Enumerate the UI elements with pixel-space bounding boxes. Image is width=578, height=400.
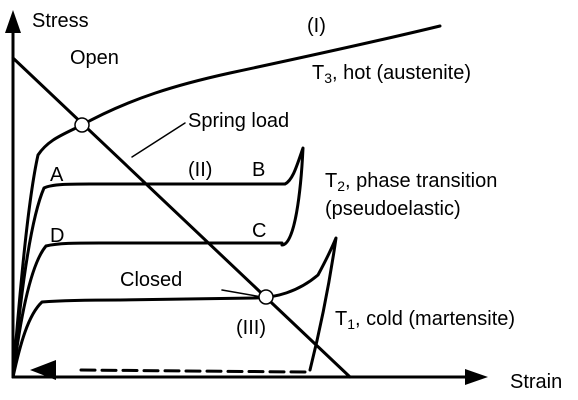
curve-III-label: T1, cold (martensite) xyxy=(335,309,515,331)
curve-I-roman: (I) xyxy=(307,15,326,37)
spring-load-line xyxy=(11,56,352,379)
curve-II-label: T2, phase transition xyxy=(325,171,497,193)
x-axis-arrowhead xyxy=(465,369,488,385)
curve-III-label-prefix: T xyxy=(335,308,348,330)
curve-I-label: T3, hot (austenite) xyxy=(312,63,471,85)
point-A-label: A xyxy=(50,164,64,186)
curve-III-label-sub: 1 xyxy=(347,316,356,332)
curve-II-label-line2: (pseudoelastic) xyxy=(325,198,461,220)
curve-III-roman: (III) xyxy=(236,317,266,339)
closed-leader xyxy=(221,289,263,298)
curve-II-label-sub: 2 xyxy=(337,178,346,194)
spring-load-label: Spring load xyxy=(188,110,290,132)
curve-I-label-prefix: T xyxy=(312,62,325,84)
dashed-unload-line xyxy=(78,368,307,374)
curve-III-label-rest: , cold (martensite) xyxy=(355,308,516,330)
point-C-label: C xyxy=(252,220,267,242)
curve-II-upper xyxy=(11,146,305,379)
curve-III-cold xyxy=(11,236,338,379)
closed-label: Closed xyxy=(120,269,183,291)
curve-II-label-prefix: T xyxy=(325,170,338,192)
curve-II-roman: (II) xyxy=(188,159,213,181)
spring-load-leader xyxy=(131,122,186,158)
open-label: Open xyxy=(70,47,119,69)
x-axis-label: Strain xyxy=(510,371,563,393)
open-point-circle xyxy=(74,117,90,133)
point-D-label: D xyxy=(50,225,65,247)
curve-I-hot xyxy=(11,24,442,379)
curve-I-label-sub: 3 xyxy=(324,70,333,86)
y-axis-label: Stress xyxy=(32,10,89,32)
curve-I-label-rest: , hot (austenite) xyxy=(332,62,471,84)
curve-II-lower xyxy=(11,241,284,379)
dashed-line-arrowhead xyxy=(30,360,56,380)
closed-point-circle xyxy=(258,289,274,305)
y-axis-arrowhead xyxy=(5,10,21,33)
point-B-label: B xyxy=(252,159,266,181)
curve-II-label-rest: , phase transition xyxy=(345,170,498,192)
